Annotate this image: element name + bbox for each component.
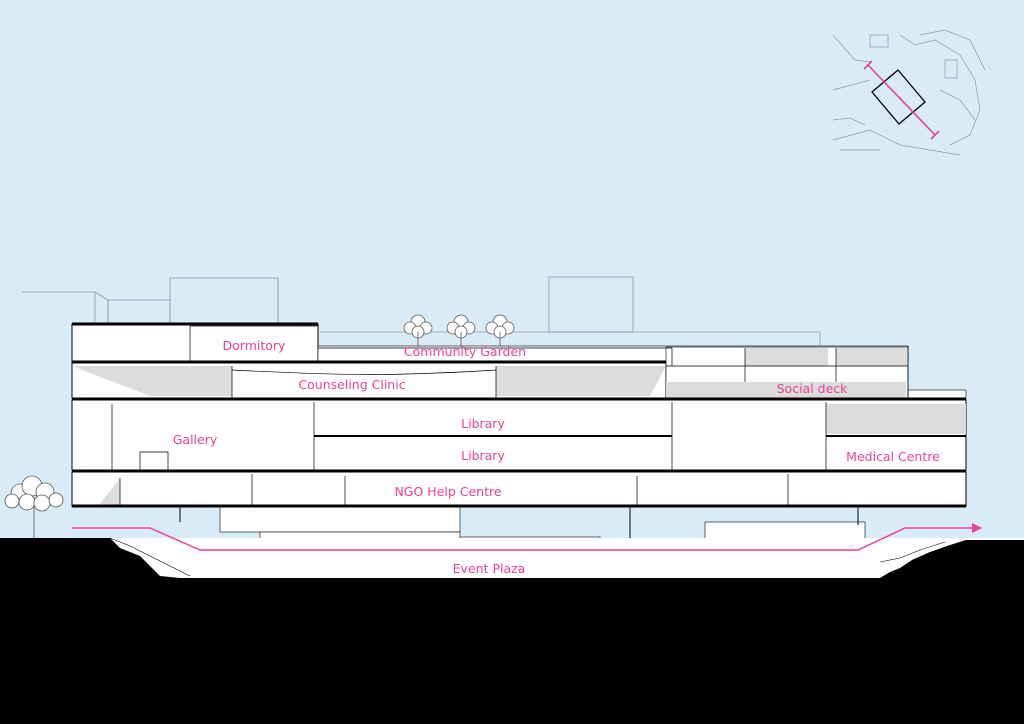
ground-mass: [0, 537, 1024, 724]
background-buildings: [22, 276, 821, 345]
circulation-arrow-icon: [972, 523, 982, 533]
shaded-surfaces: [72, 348, 966, 506]
label-medical-centre: Medical Centre: [846, 449, 940, 464]
label-ngo-help-centre: NGO Help Centre: [394, 484, 501, 499]
label-dormitory: Dormitory: [223, 338, 287, 353]
label-counseling-clinic: Counseling Clinic: [298, 377, 405, 392]
circulation-path: [72, 527, 972, 551]
columns: [179, 506, 859, 540]
site-key-plan-icon: [832, 29, 986, 156]
tree-icon: [446, 314, 476, 346]
roof-trees: [403, 314, 515, 346]
floor-slabs: [72, 322, 966, 508]
label-social-deck: Social deck: [777, 381, 849, 396]
room-labels: Dormitory Community Garden Counseling Cl…: [173, 338, 940, 576]
tree-icon: [403, 314, 433, 346]
tree-icon: [485, 314, 515, 346]
label-gallery: Gallery: [173, 432, 218, 447]
street-tree-icon: [4, 475, 64, 538]
label-event-plaza: Event Plaza: [453, 561, 526, 576]
label-library-lower: Library: [461, 448, 505, 463]
label-library-upper: Library: [461, 416, 505, 431]
label-community-garden: Community Garden: [404, 344, 526, 359]
